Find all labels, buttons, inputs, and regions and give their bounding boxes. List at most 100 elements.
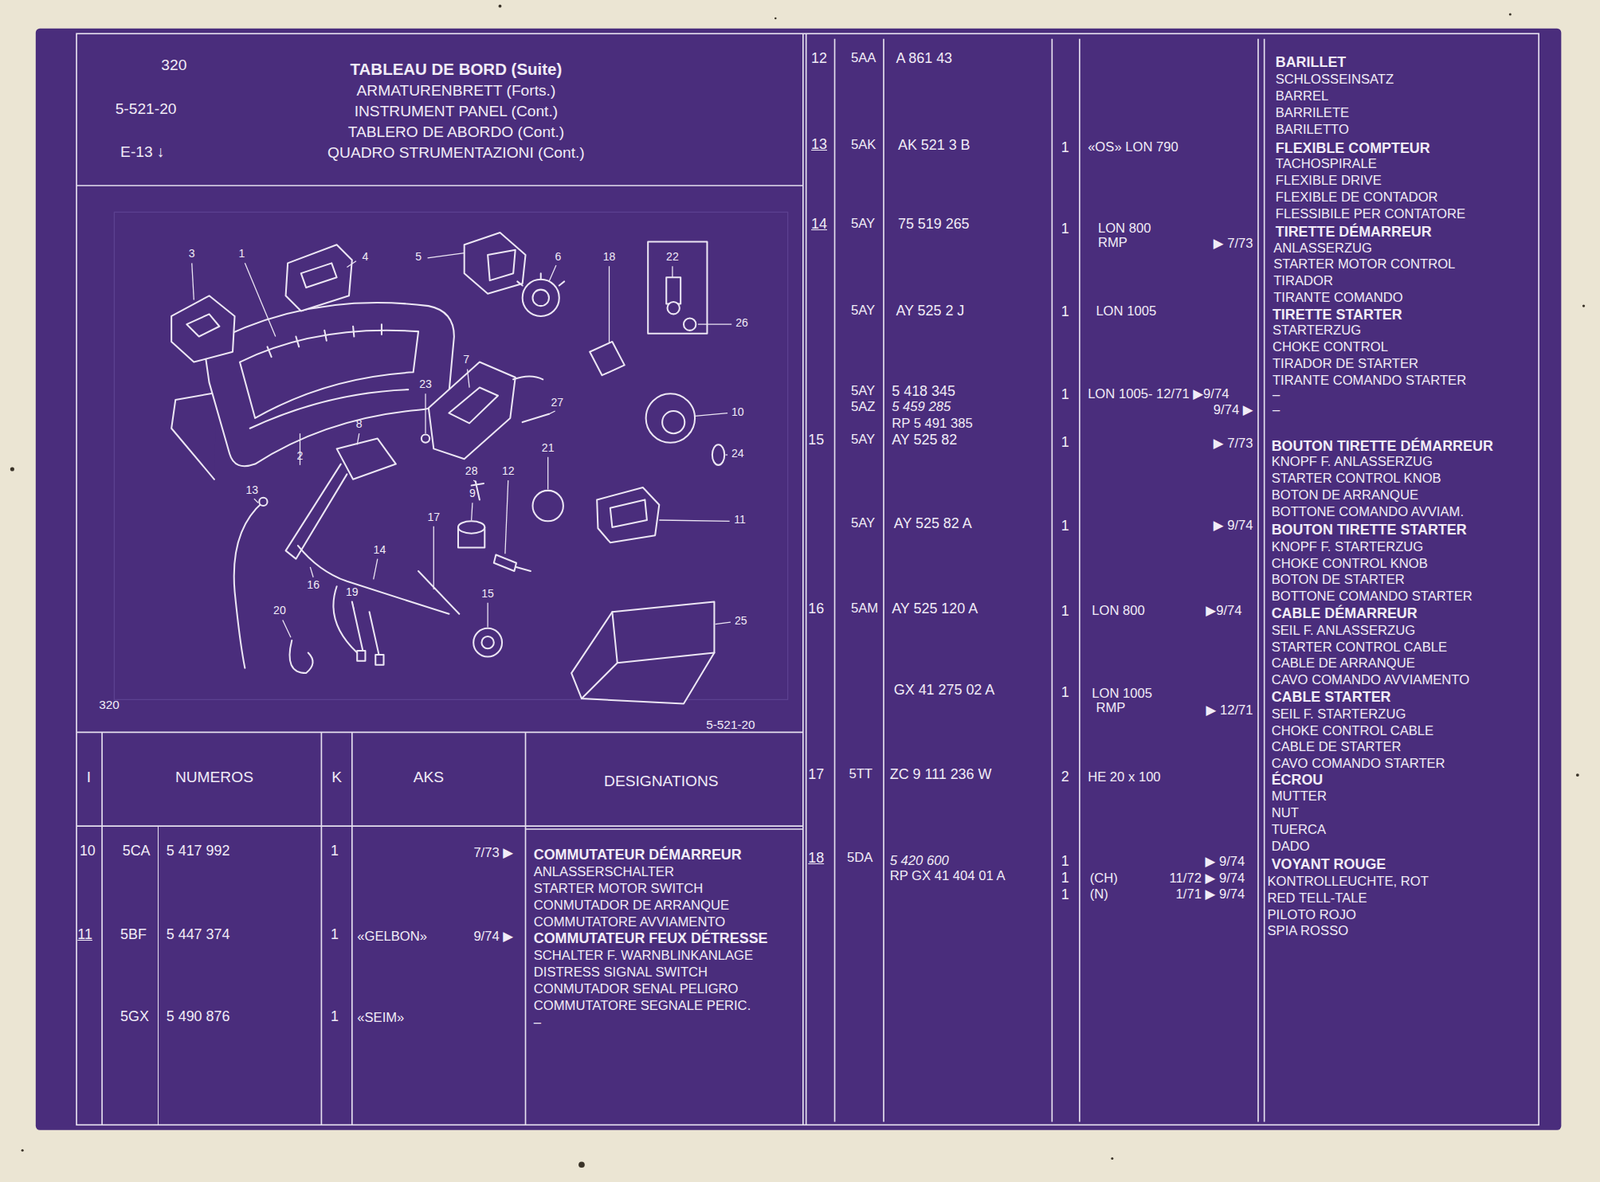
table-cell: VOYANT ROUGE: [1271, 858, 1387, 873]
film-speckle: [498, 4, 502, 8]
callout-number: 8: [356, 418, 363, 430]
table-cell: 5AY: [850, 304, 875, 318]
table-cell: BOUTON TIRETTE STARTER: [1271, 523, 1467, 538]
leader-lines: [549, 265, 557, 282]
table-cell: AY 525 82: [891, 433, 957, 448]
table-cell: 1: [1061, 604, 1070, 620]
exploded-illustration: [517, 273, 565, 286]
header-text: QUADRO STRUMENTAZIONI (Cont.): [327, 145, 585, 161]
table-cell: CHOKE CONTROL: [1272, 341, 1389, 355]
table-cell: 1: [330, 844, 339, 859]
table-cell: 1: [1061, 388, 1070, 403]
table-cell: FLEXIBLE COMPTEUR: [1275, 141, 1431, 157]
table-cell: COMMUTATEUR FEUX DÉTRESSE: [533, 932, 769, 947]
film-speckle: [1576, 773, 1580, 777]
table-cell: CABLE DÉMARREUR: [1271, 607, 1418, 622]
callout-number: 17: [427, 511, 440, 523]
table-cell: CABLE STARTER: [1271, 690, 1392, 706]
header-text: 5-521-20: [705, 718, 755, 731]
exploded-illustration: [522, 279, 560, 317]
table-rules: [76, 33, 1539, 1126]
leader-lines: [192, 253, 732, 639]
table-cell: STARTER MOTOR CONTROL: [1273, 258, 1455, 272]
table-cell: BARREL: [1275, 90, 1330, 104]
callout-number: 3: [188, 247, 196, 259]
table-cell: CABLE DE ARRANQUE: [1271, 657, 1416, 671]
table-cell: CHOKE CONTROL KNOB: [1271, 557, 1428, 572]
table-cell: (N): [1090, 888, 1109, 902]
table-rules: [1257, 39, 1259, 1123]
exploded-illustration: [596, 487, 659, 543]
callout-number: 4: [362, 250, 369, 263]
leader-lines: [486, 603, 488, 628]
callout-number: 22: [666, 250, 679, 263]
exploded-illustration: [250, 389, 408, 429]
exploded-illustration: [589, 341, 625, 376]
table-cell: ÉCROU: [1271, 773, 1324, 789]
exploded-illustration: [712, 444, 725, 466]
exploded-illustration: [464, 232, 526, 295]
film-speckle: [21, 1149, 24, 1153]
leader-lines: [725, 454, 729, 455]
callout-number: 11: [733, 513, 746, 526]
table-rules: [76, 33, 1539, 1126]
table-cell: MUTTER: [1271, 790, 1327, 804]
exploded-illustration: [662, 411, 685, 434]
table-cell: 15: [807, 433, 824, 448]
table-cell: TIRANTE COMANDO STARTER: [1272, 374, 1467, 389]
table-cell: BARILLET: [1275, 55, 1347, 71]
table-cell: 5GX: [120, 1010, 150, 1025]
table-cell: 5TT: [848, 768, 873, 782]
table-cell: 5AY: [850, 433, 875, 448]
exploded-illustration: [186, 313, 220, 337]
table-cell: ▶9/74: [1205, 604, 1242, 619]
table-cell: 5BF: [120, 928, 147, 943]
table-cell: 2: [1061, 770, 1070, 785]
leader-lines: [254, 498, 259, 503]
film-speckle: [10, 466, 15, 471]
callout-number: 5: [415, 250, 422, 263]
table-cell: –: [533, 1016, 542, 1031]
table-cell: NUT: [1271, 807, 1299, 821]
exploded-illustration: [428, 362, 516, 460]
film-speckle: [1509, 12, 1512, 16]
table-cell: RED TELL-TALE: [1267, 892, 1368, 906]
table-rules: [805, 33, 808, 1126]
exploded-illustration: [337, 439, 397, 480]
table-rules: [525, 732, 527, 1126]
exploded-illustration: [481, 636, 494, 649]
table-cell: LON 800: [1098, 222, 1152, 236]
table-cell: 13: [811, 137, 828, 153]
callout-number: 15: [481, 588, 495, 600]
callout-number: 9: [469, 487, 476, 499]
table-cell: TIRETTE DÉMARREUR: [1275, 225, 1432, 240]
callout-number: 12: [501, 465, 515, 477]
table-rules: [882, 39, 885, 1123]
table-rules: [76, 184, 804, 187]
table-cell: CONMUTADOR SENAL PELIGRO: [533, 983, 739, 997]
table-cell: LON 1005: [1095, 305, 1157, 319]
table-cell: ZC 9 111 236 W: [890, 768, 993, 783]
table-cell: AKS: [413, 769, 444, 785]
table-cell: 75 519 265: [898, 217, 970, 232]
exploded-illustration: [522, 414, 550, 423]
table-cell: ANLASSERSCHALTER: [533, 866, 675, 880]
table-cell: ▶ 9/74: [1213, 519, 1254, 534]
leader-lines: [192, 262, 195, 300]
table-cell: TIRADOR: [1273, 274, 1334, 289]
table-cell: ANLASSERZUG: [1273, 242, 1373, 256]
table-cell: CABLE DE STARTER: [1271, 741, 1402, 755]
table-cell: 5 490 876: [166, 1010, 231, 1025]
table-cell: 1: [1061, 854, 1070, 870]
leader-lines: [282, 619, 291, 638]
exploded-illustration: [267, 324, 382, 357]
table-rules: [101, 732, 103, 1126]
callout-number: 2: [297, 450, 304, 462]
table-cell: FLESSIBILE PER CONTATORE: [1275, 207, 1466, 222]
table-cell: 1: [1061, 435, 1070, 451]
exploded-illustration: [473, 628, 502, 658]
table-cell: BARILETTO: [1275, 123, 1350, 138]
table-rules: [351, 732, 353, 1126]
table-cell: RMP: [1095, 701, 1126, 716]
table-cell: GX 41 275 02 A: [894, 683, 995, 699]
